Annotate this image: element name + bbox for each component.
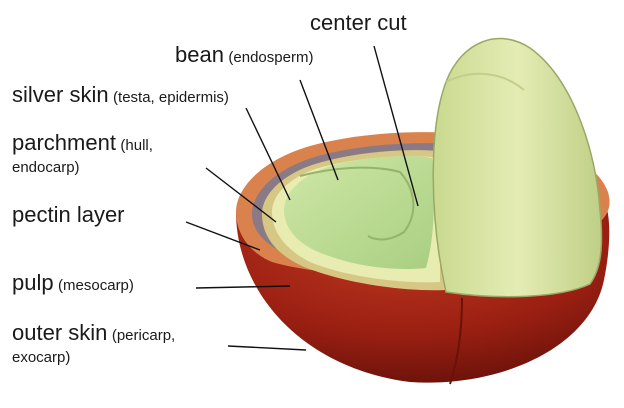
- bean-sublabel: (endosperm): [228, 49, 313, 66]
- label-pectin-layer: pectin layer: [12, 204, 125, 226]
- label-parchment: parchment (hull,: [12, 132, 153, 154]
- label-pulp: pulp (mesocarp): [12, 272, 134, 294]
- label-silver-skin: silver skin (testa, epidermis): [12, 84, 229, 106]
- pulp-sublabel: (mesocarp): [58, 277, 134, 294]
- outer-skin-sublabel: (pericarp,: [112, 327, 175, 344]
- label-center-cut: center cut: [310, 12, 407, 34]
- center-cut-label: center cut: [310, 10, 407, 35]
- label-parchment-line2: endocarp): [12, 160, 80, 176]
- parchment-sublabel: (hull,: [120, 137, 153, 154]
- pectin-layer-label: pectin layer: [12, 202, 125, 227]
- label-outer-skin: outer skin (pericarp,: [12, 322, 175, 344]
- outer-skin-sublabel-line2: exocarp): [12, 349, 70, 366]
- silver-skin-sublabel: (testa, epidermis): [113, 89, 229, 106]
- parchment-sublabel-line2: endocarp): [12, 159, 80, 176]
- parchment-label: parchment: [12, 130, 116, 155]
- label-bean: bean (endosperm): [175, 44, 313, 66]
- bean-label: bean: [175, 42, 224, 67]
- pulp-label: pulp: [12, 270, 54, 295]
- label-outer-skin-line2: exocarp): [12, 350, 70, 366]
- outer-skin-label: outer skin: [12, 320, 107, 345]
- silver-skin-label: silver skin: [12, 82, 109, 107]
- leader-outer-skin: [228, 346, 306, 350]
